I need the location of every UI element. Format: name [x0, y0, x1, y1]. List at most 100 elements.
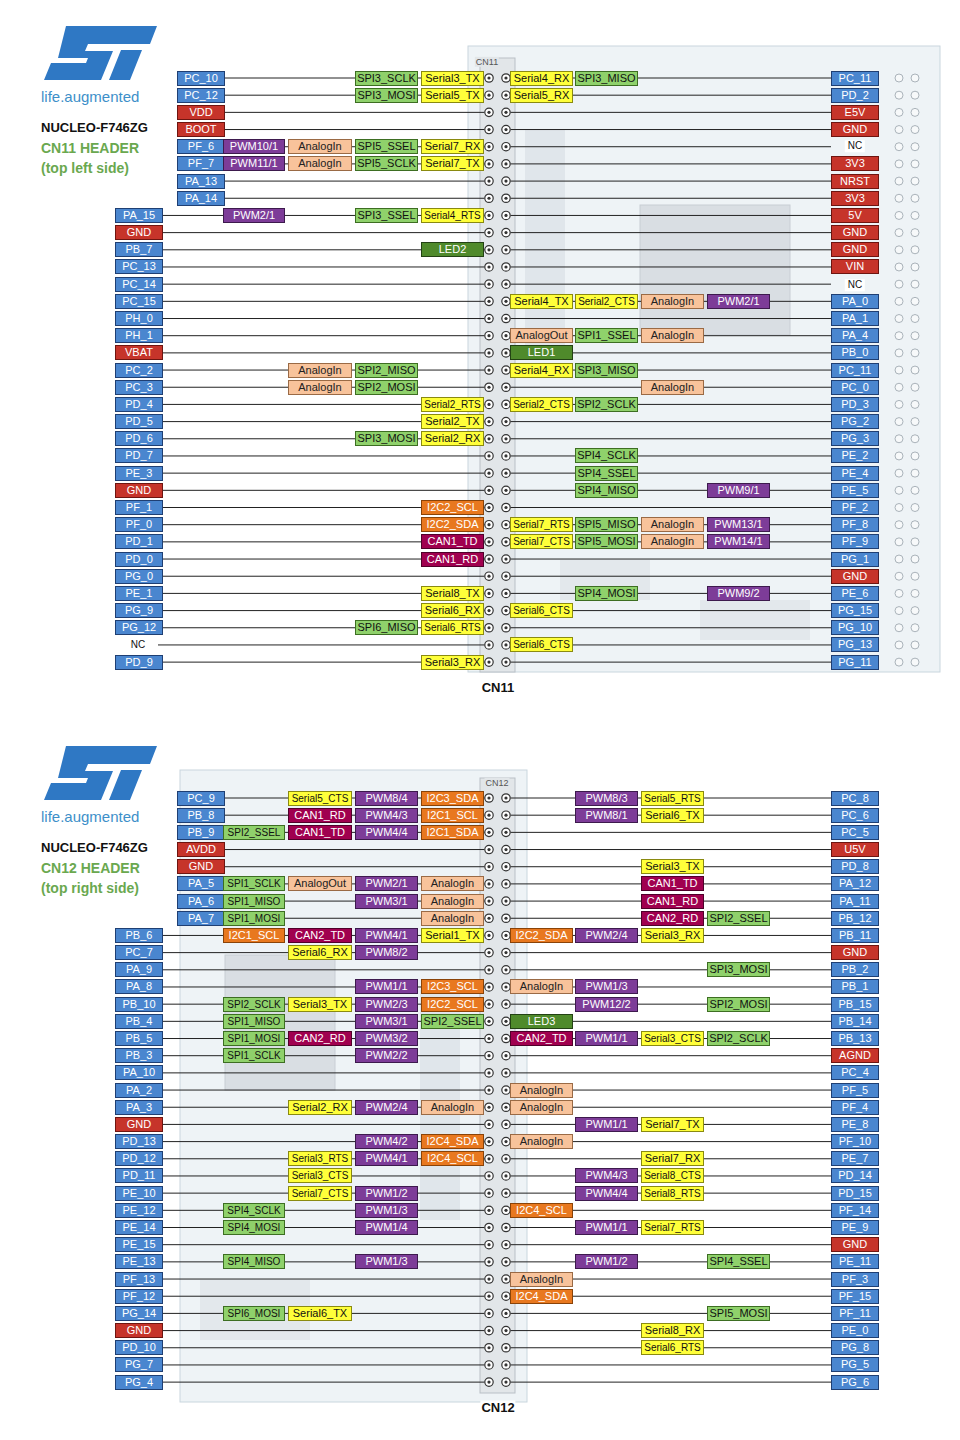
- pin-name: PA_11: [831, 894, 879, 909]
- function-text: AnalogIn: [651, 329, 694, 342]
- spi-function: SPI2_MISO: [355, 363, 418, 378]
- header-pin-hole: [487, 334, 490, 337]
- serial-function: Serial7_TX: [641, 1117, 704, 1132]
- function-text: NRST: [840, 175, 870, 188]
- function-text: PB_6: [126, 929, 153, 942]
- pin-name: PC_7: [115, 945, 163, 960]
- pin-name: PD_7: [115, 448, 163, 463]
- function-text: PE_5: [842, 484, 869, 497]
- pwm-function: PWM1/4: [355, 1220, 418, 1235]
- function-text: Serial7_RTS: [644, 1221, 701, 1234]
- header-pin: [502, 1000, 510, 1008]
- pin-name: PE_10: [115, 1186, 163, 1201]
- pin-wire: [163, 1244, 485, 1245]
- pin-name: PF_3: [831, 1272, 879, 1287]
- power-pin: VIN: [831, 259, 879, 274]
- header-pin-hole: [487, 506, 490, 509]
- function-text: AnalogIn: [298, 140, 341, 153]
- function-text: Serial6_TX: [293, 1307, 347, 1320]
- morpho-pin: [911, 589, 919, 597]
- header-pin-hole: [487, 985, 490, 988]
- header-title: CN12 HEADER: [40, 860, 141, 876]
- function-text: PWM13/1: [714, 518, 762, 531]
- function-text: SPI4_SSEL: [709, 1255, 767, 1268]
- function-text: PE_13: [122, 1255, 155, 1268]
- function-text: PA_12: [839, 877, 871, 890]
- header-name: CN11: [481, 681, 516, 696]
- function-text: PWM1/4: [365, 1221, 407, 1234]
- header-pin: [502, 1155, 510, 1163]
- function-text: AnalogIn: [298, 364, 341, 377]
- header-pin-hole: [487, 1192, 490, 1195]
- serial-function: Serial2_RX: [421, 431, 484, 446]
- function-text: SPI2_MOSI: [709, 998, 767, 1011]
- function-text: PC_3: [125, 381, 153, 394]
- header-pin-hole: [487, 643, 490, 646]
- pin-wire: [163, 1364, 485, 1365]
- serial-function: Serial3_RX: [641, 928, 704, 943]
- header-pin-hole: [504, 214, 507, 217]
- pin-wire: [163, 576, 485, 577]
- power-pin: 3V3: [831, 191, 879, 206]
- function-text: PG_8: [841, 1341, 869, 1354]
- pin-name: PF_9: [831, 534, 879, 549]
- header-pin-hole: [504, 1192, 507, 1195]
- pwm-function: PWM2/1: [223, 208, 285, 223]
- pin-wire: [511, 507, 832, 508]
- pin-wire: [511, 215, 832, 216]
- header-pin: [502, 880, 510, 888]
- pin-wire: [511, 490, 832, 491]
- pwm-function: PWM10/1: [223, 139, 285, 154]
- header-pin-hole: [487, 848, 490, 851]
- header-pin-hole: [487, 386, 490, 389]
- spi-function: SPI3_MOSI: [355, 431, 418, 446]
- morpho-pin: [911, 91, 919, 99]
- morpho-pin: [911, 74, 919, 82]
- power-pin: 5V: [831, 208, 879, 223]
- morpho-pin: [911, 229, 919, 237]
- pin-name: PF_2: [831, 500, 879, 515]
- pin-wire: [511, 969, 832, 970]
- pin-wire: [511, 593, 832, 594]
- header-pin-hole: [504, 265, 507, 268]
- function-text: PC_10: [184, 72, 218, 85]
- function-text: SPI4_SCLK: [577, 449, 636, 462]
- function-text: PWM2/3: [365, 998, 407, 1011]
- pin-name: PC_8: [831, 791, 879, 806]
- analog-function: AnalogOut: [510, 328, 573, 343]
- pin-wire: [511, 849, 832, 850]
- function-text: PA_2: [126, 1084, 152, 1097]
- function-text: PC_6: [841, 809, 869, 822]
- morpho-pin: [895, 486, 903, 494]
- header-pin-hole: [504, 197, 507, 200]
- spi-function: SPI1_SSEL: [575, 328, 638, 343]
- function-text: PA_8: [126, 980, 152, 993]
- function-text: PB_4: [126, 1015, 153, 1028]
- pin-wire: [163, 1227, 485, 1228]
- function-text: PWM3/2: [365, 1032, 407, 1045]
- header-pin-hole: [504, 540, 507, 543]
- function-text: Serial4_RX: [514, 364, 570, 377]
- header-pin-hole: [504, 1123, 507, 1126]
- pin-name: PB_11: [831, 928, 879, 943]
- function-text: VBAT: [125, 346, 153, 359]
- function-text: PA_3: [126, 1101, 152, 1114]
- pin-name: PE_11: [831, 1254, 879, 1269]
- header-pin: [502, 555, 510, 563]
- power-pin: E5V: [831, 105, 879, 120]
- serial-function: Serial8_CTS: [641, 1168, 704, 1183]
- function-text: AnalogIn: [520, 980, 563, 993]
- pin-wire: [158, 644, 485, 645]
- pin-name: PC_5: [831, 825, 879, 840]
- header-pin: [485, 1206, 493, 1214]
- header-pin: [502, 1223, 510, 1231]
- power-pin: U5V: [831, 842, 879, 857]
- pin-name: PD_4: [115, 397, 163, 412]
- pwm-function: PWM1/2: [575, 1254, 638, 1269]
- analog-function: AnalogIn: [421, 1100, 484, 1115]
- header-pin: [502, 503, 510, 511]
- morpho-pin: [911, 366, 919, 374]
- pin-wire: [225, 849, 485, 850]
- function-text: PE_7: [842, 1152, 869, 1165]
- function-text: PD_15: [838, 1187, 872, 1200]
